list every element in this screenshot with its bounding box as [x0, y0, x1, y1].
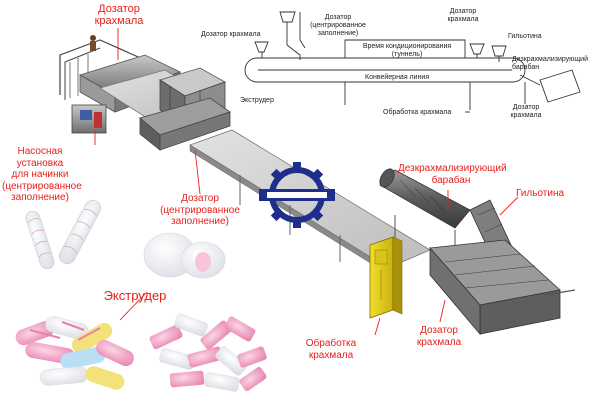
process-schematic [244, 11, 581, 113]
guillotine-machine [429, 199, 576, 336]
marshmallow-rolls-icon [25, 199, 101, 270]
label-guillotine: Гильотина [515, 188, 565, 199]
schematic-label-starch-doser-right: Дозатор крахмала [447, 8, 479, 23]
schematic-label-depositor: Дозатор (центрированное заполнение) [310, 14, 366, 37]
depositor-machine [139, 67, 231, 151]
label-destarching-drum: Дезкрахмализирующий барабан [398, 163, 507, 186]
leader-lines [94, 28, 519, 336]
destarching-drum [379, 168, 471, 255]
schematic-label-starch-treatment: Обработка крахмала [383, 109, 452, 116]
label-pump-unit: Насосная установка для начинки (центриро… [2, 146, 82, 203]
schematic-label-conditioning: Время кондиционирования (туннель) [362, 43, 452, 58]
schematic-label-conveyor: Конвейерная линия [365, 74, 430, 81]
label-starch-treatment: Обработка крахмала [305, 338, 357, 361]
label-starch-doser-bottom: Дозатор крахмала [416, 325, 462, 348]
schematic-label-guillotine: Гильотина [508, 33, 542, 40]
schematic-label-starch-doser-bottom: Дозатор крахмала [510, 104, 542, 119]
schematic-label-destarching-drum: Дезкрахмализирующий барабан [512, 56, 589, 71]
marshmallow-sticks-icon [149, 313, 267, 392]
marshmallow-twists-icon [15, 316, 134, 390]
marshmallow-domes-icon [143, 232, 226, 279]
starch-treatment-unit [369, 236, 403, 319]
label-extruder: Экструдер [103, 288, 167, 303]
label-starch-doser-top: Дозатор крахмала [94, 3, 144, 27]
label-depositor: Дозатор (центрированное заполнение) [160, 193, 240, 227]
schematic-label-starch-doser-left: Дозатор крахмала [201, 31, 261, 38]
gear-logo-icon [259, 162, 335, 228]
schematic-label-extruder: Экструдер [240, 97, 274, 104]
